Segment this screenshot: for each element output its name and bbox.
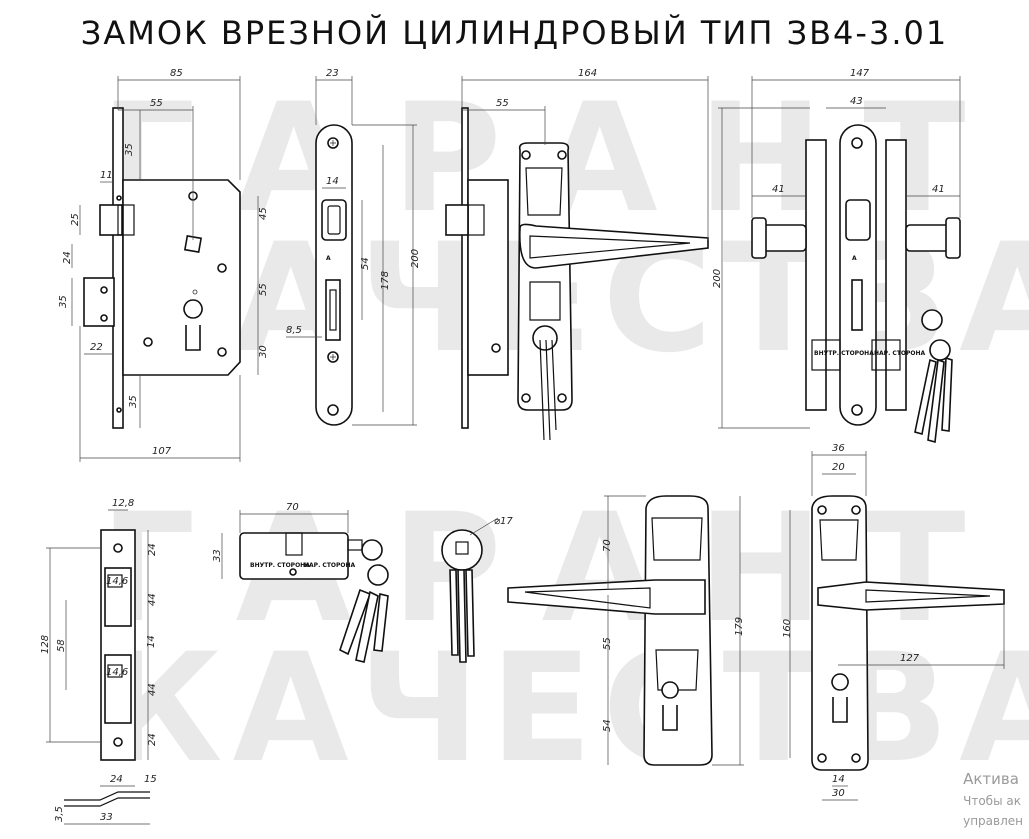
activation-line3: управлен xyxy=(963,814,1023,828)
dim-55-side: 55 xyxy=(496,98,509,109)
dim-25: 25 xyxy=(70,213,81,226)
dim-35b: 35 xyxy=(58,295,69,308)
dim-41a: 41 xyxy=(772,184,785,195)
lock-body-front: 85 55 35 11 25 45 24 55 35 22 30 35 107 xyxy=(58,68,269,462)
dim-54h: 54 xyxy=(602,719,613,732)
dim-44b: 44 xyxy=(147,683,158,696)
cyl-label-in: ВНУТР. СТОРОНА xyxy=(250,562,310,569)
top-label-out: НАР. СТОРОНА xyxy=(874,350,926,357)
dim-127: 127 xyxy=(900,653,920,664)
dim-30h: 30 xyxy=(832,788,845,799)
handle-right-view: 36 20 160 127 14 30 xyxy=(782,443,1005,801)
dim-45: 45 xyxy=(258,207,269,220)
keyring-view: ⌀17 xyxy=(441,516,513,663)
dim-160: 160 xyxy=(782,619,793,638)
dim-11: 11 xyxy=(100,170,113,181)
dim-14: 14 xyxy=(326,176,339,187)
dim-107: 107 xyxy=(152,446,172,457)
svg-text:A: A xyxy=(852,255,857,262)
dim-14h: 14 xyxy=(832,774,845,785)
svg-text:A: A xyxy=(326,255,331,262)
dim-24b: 24 xyxy=(147,733,158,746)
faceplate-view: A 23 14 54 178 200 8,5 xyxy=(286,68,421,426)
dim-24c: 24 xyxy=(110,774,123,785)
dim-20: 20 xyxy=(832,462,845,473)
dim-55: 55 xyxy=(150,98,163,109)
dim-3-5: 3,5 xyxy=(54,806,65,822)
dim-54: 54 xyxy=(360,257,371,270)
handle-plate-view: 70 179 55 54 xyxy=(507,495,745,766)
dim-33s: 33 xyxy=(100,812,113,823)
dim-8-5: 8,5 xyxy=(286,325,302,336)
dim-24a: 24 xyxy=(147,543,158,556)
dim-55h: 55 xyxy=(602,637,613,650)
dim-178: 178 xyxy=(380,271,391,290)
dim-30: 30 xyxy=(258,345,269,358)
dim-85: 85 xyxy=(170,68,183,79)
dim-44a: 44 xyxy=(147,593,158,606)
dim-35a: 35 xyxy=(124,143,135,156)
activation-title: Актива xyxy=(963,770,1019,788)
dim-200-top: 200 xyxy=(712,269,723,288)
dim-36: 36 xyxy=(832,443,845,454)
strike-plate: 12,8 14,6 14,6 24 44 14 44 24 128 58 24 … xyxy=(40,498,158,825)
dim-55b: 55 xyxy=(258,283,269,296)
dim-147: 147 xyxy=(850,68,870,79)
dim-41b: 41 xyxy=(932,184,945,195)
dim-33c: 33 xyxy=(212,549,223,562)
dim-35c: 35 xyxy=(128,395,139,408)
drawing-title: ЗАМОК ВРЕЗНОЙ ЦИЛИНДРОВЫЙ ТИП ЗВ4-3.01 xyxy=(80,14,949,52)
dim-22: 22 xyxy=(90,342,103,353)
activation-line2: Чтобы ак xyxy=(963,794,1021,808)
dim-12-8: 12,8 xyxy=(112,498,134,509)
dim-70c: 70 xyxy=(286,502,299,513)
cyl-label-out: НАР. СТОРОНА xyxy=(304,562,356,569)
dim-24: 24 xyxy=(62,251,73,264)
dim-179: 179 xyxy=(734,617,745,636)
activation-notice: Актива Чтобы ак управлен xyxy=(963,770,1023,828)
assembly-side-view: 164 55 xyxy=(445,68,709,441)
watermark-line2b: КАЧЕСТВА xyxy=(100,622,1029,796)
assembly-top-view: 200 A ВНУТР. СТОРОНА НАР. СТОРОНА 147 43… xyxy=(712,68,961,444)
dim-d17: ⌀17 xyxy=(494,516,513,527)
dim-15: 15 xyxy=(144,774,157,785)
cylinder-view: ВНУТР. СТОРОНА НАР. СТОРОНА 70 33 xyxy=(212,502,389,663)
dim-14-6a: 14,6 xyxy=(106,576,128,587)
dim-14-6b: 14,6 xyxy=(106,667,128,678)
top-label-in: ВНУТР. СТОРОНА xyxy=(814,350,874,357)
dim-200: 200 xyxy=(410,249,421,268)
dim-164: 164 xyxy=(578,68,597,79)
dim-43: 43 xyxy=(850,96,863,107)
dim-23: 23 xyxy=(326,68,339,79)
dim-128: 128 xyxy=(40,635,51,654)
dim-58: 58 xyxy=(56,639,67,652)
dim-70h: 70 xyxy=(602,539,613,552)
dim-14s: 14 xyxy=(146,635,157,648)
